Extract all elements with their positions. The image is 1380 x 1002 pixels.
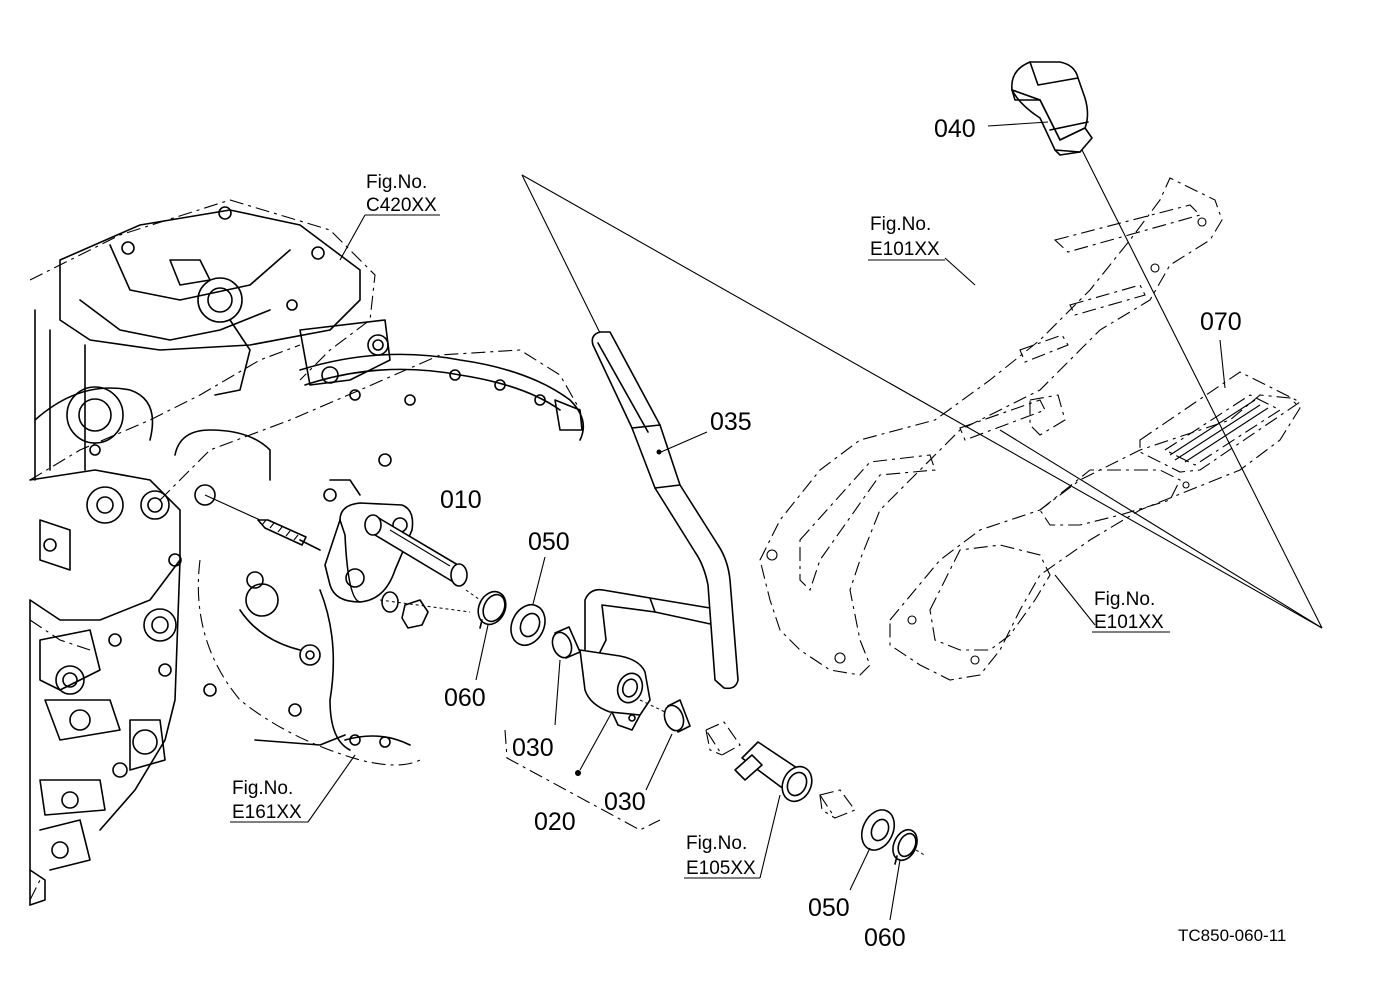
label-040: 040 [934,115,976,143]
label-050-lower: 050 [808,894,850,922]
label-070: 070 [1200,308,1242,336]
part-050-washer-upper [510,556,546,646]
cover-plate-e101-upper [759,177,1223,676]
fig-ref-e101-lower-line1: Fig.No. [1094,589,1155,610]
explode-lines [521,149,1323,629]
cover-plate-e101-lower [889,339,1302,681]
fig-ref-e161-line1: Fig.No. [232,778,293,799]
part-060-circlip-upper [465,589,507,681]
fig-ref-e101-lower-line2: E101XX [1094,612,1164,633]
fig-ref-e161-line2: E161XX [232,802,302,823]
part-010-pedal-shaft [204,494,471,629]
label-060-upper: 060 [444,684,486,712]
label-060-lower: 060 [864,924,906,952]
label-030-upper: 030 [512,734,554,762]
transmission-case-drawing [29,199,585,906]
fig-ref-labels: Fig.No. C420XX Fig.No. E101XX Fig.No. E1… [232,172,1164,879]
part-030-bushing-upper [551,626,581,726]
fig-ref-e105-line2: E105XX [686,858,756,879]
part-035-pedal-rod [591,331,739,690]
part-030-bushing-lower [645,699,691,791]
fig-ref-e101-upper-line1: Fig.No. [870,214,931,235]
part-040-pedal-knob [987,61,1093,156]
part-060-circlip-lower [889,828,927,921]
label-050-upper: 050 [528,528,570,556]
fig-ref-leaders [230,214,1170,879]
fig-ref-c420-line1: Fig.No. [366,172,427,193]
part-labels: 010 050 060 030 030 020 035 040 070 050 … [440,115,1242,952]
part-020-pedal-lever [575,588,723,776]
label-010: 010 [440,486,482,514]
fig-ref-c420-line2: C420XX [366,195,437,216]
label-035: 035 [710,408,752,436]
hub-spacer-group [705,721,856,819]
assembly-020-bracket [504,729,661,831]
fig-ref-e101-upper-line2: E101XX [870,239,940,260]
label-030-lower: 030 [604,788,646,816]
drawing-code: TC850-060-11 [1178,926,1286,945]
label-020: 020 [534,808,576,836]
fig-ref-e105-line1: Fig.No. [686,833,747,854]
part-050-washer-lower [849,809,896,891]
